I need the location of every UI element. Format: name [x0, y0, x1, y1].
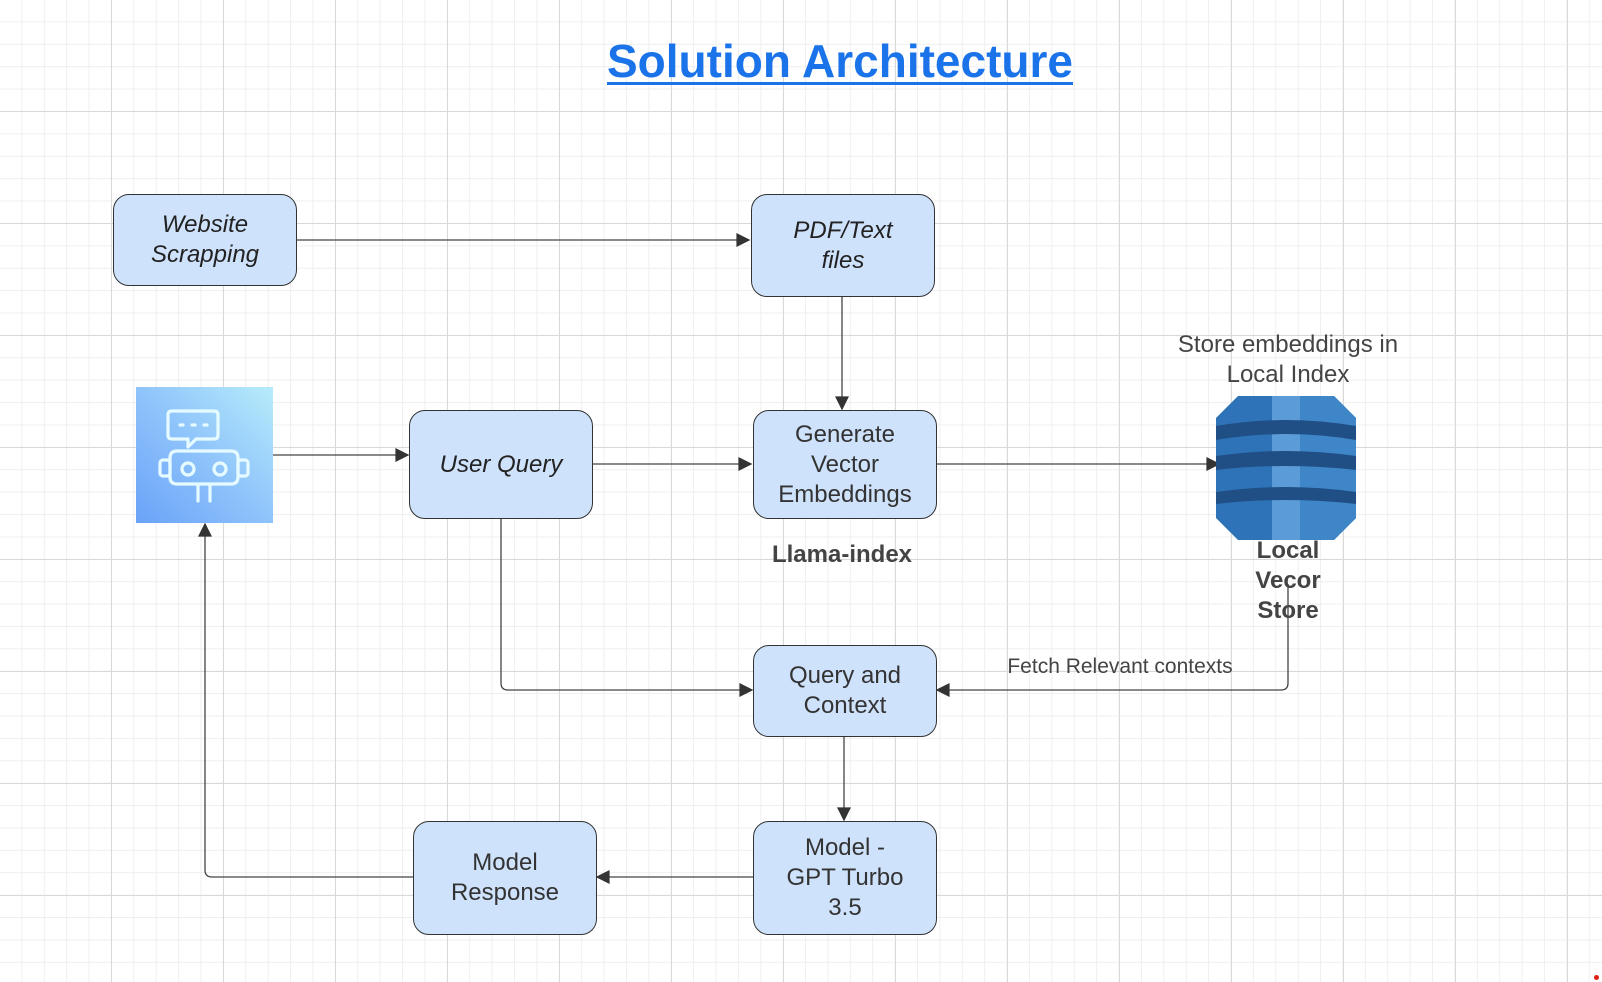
store-embeddings-label: Store embeddings in Local Index — [1177, 331, 1399, 388]
generate-vector-embeddings-node[interactable]: Generate Vector Embeddings — [753, 410, 937, 519]
robot-chat-icon — [158, 409, 250, 503]
model-response-node[interactable]: Model Response — [413, 821, 597, 935]
fetch-relevant-contexts-label: Fetch Relevant contexts — [1007, 655, 1233, 678]
pdf-text-files-label: PDF/Text files — [793, 216, 893, 274]
query-and-context-label: Query and Context — [788, 662, 902, 719]
model-gpt-turbo-label: Model - GPT Turbo 3.5 — [786, 834, 904, 921]
website-scrapping-label: Website Scrapping — [150, 211, 260, 268]
dynamodb-database-icon[interactable] — [1216, 396, 1356, 540]
chatbot-icon[interactable] — [136, 387, 273, 523]
edge-store-to-query-context — [935, 584, 1289, 697]
database-icon — [1216, 396, 1356, 540]
page-title: Solution Architecture — [607, 35, 1073, 87]
pdf-text-files-node[interactable]: PDF/Text files — [751, 194, 935, 297]
model-response-label: Model Response — [450, 849, 560, 906]
user-query-label: User Query — [439, 450, 563, 478]
edge-user-query-to-query-context — [500, 518, 754, 697]
llama-index-label: Llama-index — [771, 541, 913, 568]
query-and-context-node[interactable]: Query and Context — [753, 645, 937, 737]
local-vector-store-label: Local Vecor Store — [1255, 537, 1321, 624]
edge-response-to-bot — [198, 522, 413, 878]
selection-indicator — [1594, 975, 1599, 980]
website-scrapping-node[interactable]: Website Scrapping — [113, 194, 297, 286]
generate-vector-embeddings-label: Generate Vector Embeddings — [778, 420, 912, 508]
user-query-node[interactable]: User Query — [409, 410, 593, 519]
model-gpt-turbo-node[interactable]: Model - GPT Turbo 3.5 — [753, 821, 937, 935]
